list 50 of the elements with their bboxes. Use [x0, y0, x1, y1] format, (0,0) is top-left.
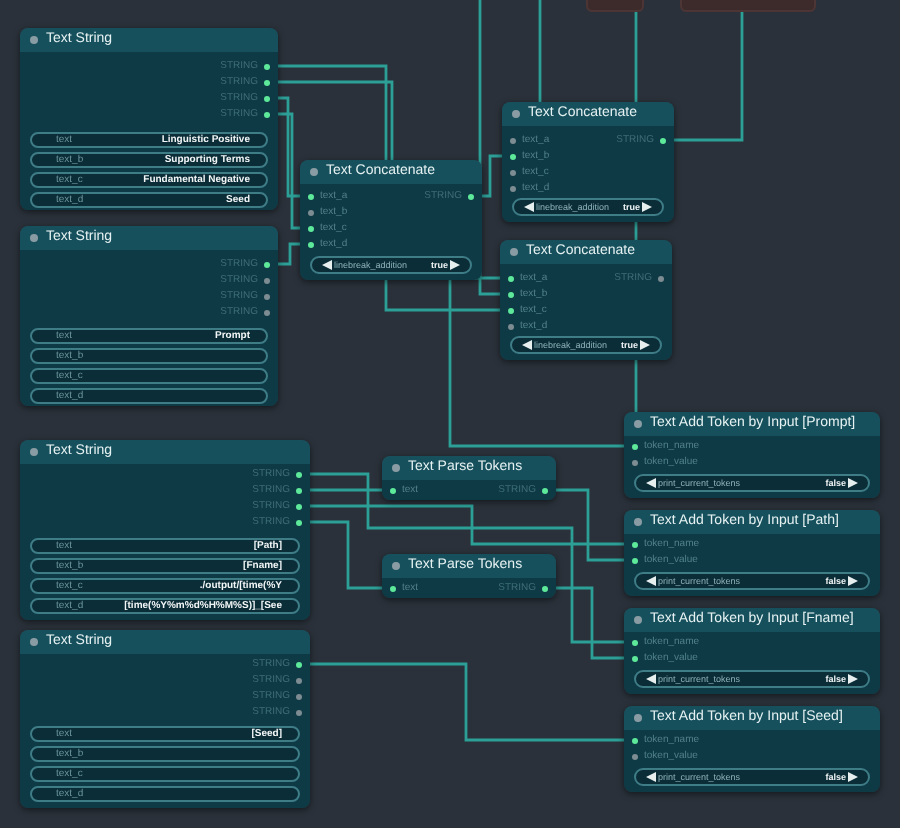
link-wire: [278, 242, 300, 266]
node-card: [500, 240, 672, 360]
link-wire: [556, 586, 624, 660]
link-wire: [310, 472, 624, 644]
text-widget: [30, 786, 300, 802]
node-card: [624, 706, 880, 792]
node-card: [300, 160, 482, 280]
text-widget: [30, 538, 300, 554]
node-card: [382, 554, 556, 598]
node-card: [624, 510, 880, 596]
link-wire: [310, 662, 624, 742]
toggle-widget: [634, 474, 870, 492]
text-widget: [30, 152, 268, 168]
link-wire: [482, 154, 502, 198]
text-widget: [30, 348, 268, 364]
link-wire: [310, 504, 624, 546]
text-widget: [30, 172, 268, 188]
text-widget: [30, 578, 300, 594]
node-card: [20, 630, 310, 808]
text-widget: [30, 388, 268, 404]
link-wire: [310, 488, 382, 492]
link-wire: [538, 0, 542, 102]
link-wire: [278, 64, 500, 312]
node-card: [20, 28, 278, 210]
toggle-widget: [634, 670, 870, 688]
node-card: [502, 102, 674, 222]
node-card: [20, 226, 278, 406]
text-widget: [30, 726, 300, 742]
text-widget: [30, 192, 268, 208]
node-card: [624, 412, 880, 498]
toggle-widget: [634, 572, 870, 590]
text-widget: [30, 558, 300, 574]
text-widget: [30, 132, 268, 148]
link-wire: [278, 112, 300, 230]
text-widget: [30, 368, 268, 384]
toggle-widget: [634, 768, 870, 786]
toggle-widget: [310, 256, 472, 274]
text-widget: [30, 598, 300, 614]
link-wire: [278, 96, 300, 198]
node-card: [624, 608, 880, 694]
node-card: [20, 440, 310, 620]
text-widget: [30, 328, 268, 344]
link-wire: [556, 488, 624, 562]
text-widget: [30, 746, 300, 762]
toggle-widget: [510, 336, 662, 354]
node-card: [382, 456, 556, 500]
toggle-widget: [512, 198, 664, 216]
link-wire: [674, 8, 744, 142]
text-widget: [30, 766, 300, 782]
link-wire: [310, 520, 382, 590]
